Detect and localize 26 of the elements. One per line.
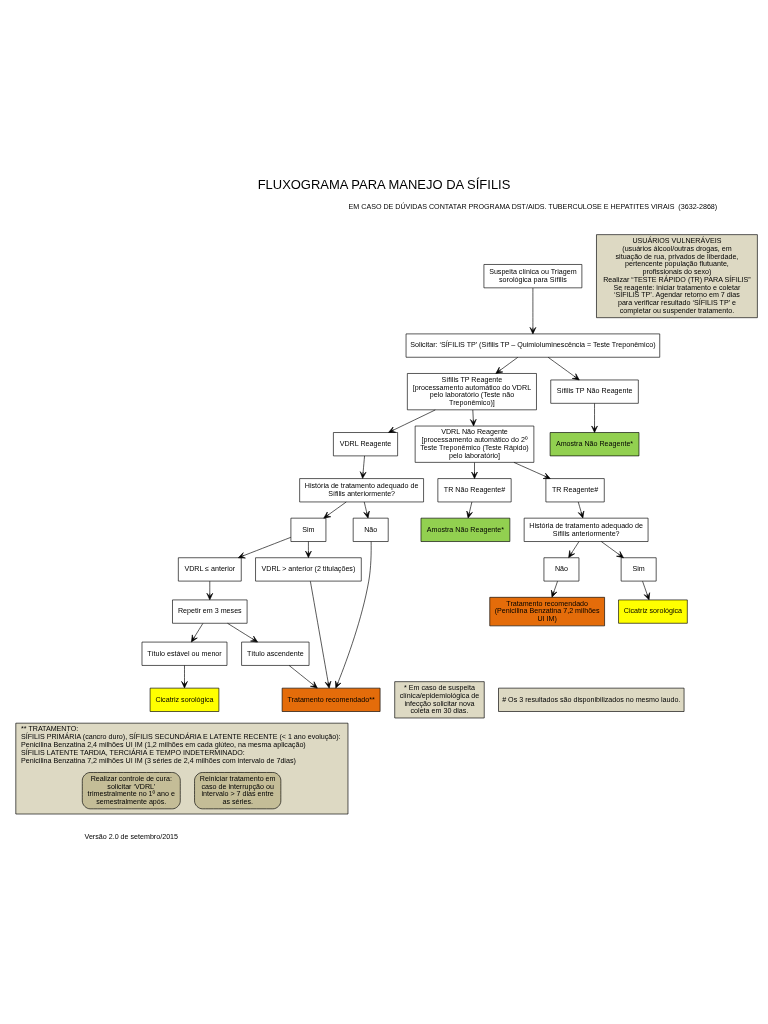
arrow [568,541,580,558]
arrow [335,541,372,689]
arrow [237,537,292,559]
arrow [600,541,624,559]
arrow [191,623,204,643]
arrow [305,541,312,558]
arrow [288,665,318,689]
arrow [591,403,598,433]
arrow [466,501,473,519]
arrow [363,501,370,519]
arrow [181,665,188,689]
arrow [513,462,551,479]
arrow [495,356,519,374]
arrow [642,580,650,601]
arrow [206,580,214,601]
arrow [359,455,367,479]
diagram-title: FLUXOGRAMA PARA MANEJO DA SÍFILIS [257,176,511,192]
arrow [551,580,558,598]
arrow [577,501,585,519]
arrow [227,622,258,643]
arrow [323,501,347,519]
arrow [470,409,477,427]
arrow [547,356,580,381]
arrow [529,287,537,335]
arrow [310,580,332,689]
arrow [471,462,478,479]
